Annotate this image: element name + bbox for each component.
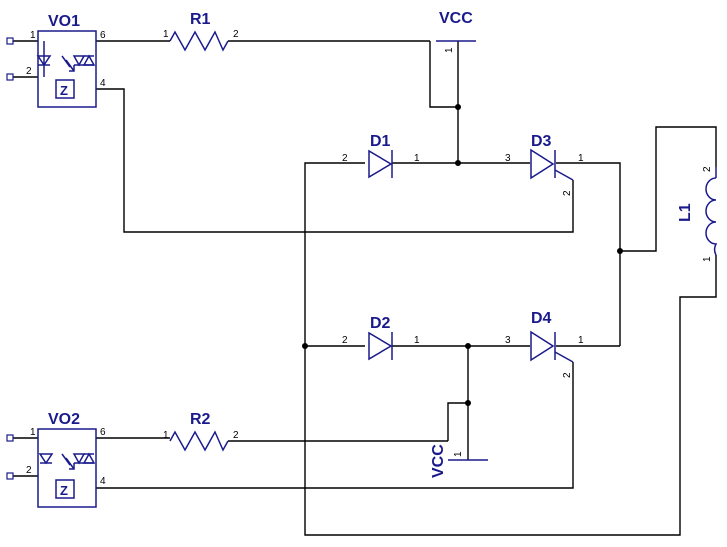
- junction-dot: [465, 343, 471, 349]
- d1-label: D1: [370, 133, 391, 150]
- vo1-label: VO1: [48, 13, 80, 30]
- inductor-l1: L1 2 1: [677, 166, 718, 262]
- vo1-pin-4: 4: [100, 78, 106, 89]
- terminal: [6, 434, 14, 442]
- d1-pin-2: 2: [342, 153, 348, 164]
- terminal: [6, 472, 14, 480]
- input-terminals: [6, 37, 14, 480]
- junction-dot: [455, 160, 461, 166]
- optocoupler-vo1: Z VO1 1 2 6 4: [26, 13, 106, 108]
- d3-pin-2: 2: [562, 190, 573, 196]
- terminal: [6, 73, 14, 81]
- vcc-supply-bottom: VCC 1: [430, 444, 488, 478]
- l1-label: L1: [677, 203, 694, 222]
- zener-mark: Z: [60, 83, 68, 98]
- junction-dot: [617, 248, 623, 254]
- d2-pin-1: 1: [414, 335, 420, 346]
- r2-pin-2: 2: [233, 430, 239, 441]
- vo1-pin-6: 6: [100, 30, 106, 41]
- r2-pin-1: 1: [163, 430, 169, 441]
- d3-pin-1: 1: [578, 153, 584, 164]
- d4-pin-2: 2: [562, 372, 573, 378]
- d3-label: D3: [531, 133, 552, 150]
- d4-label: D4: [531, 310, 552, 327]
- vo2-pin-6: 6: [100, 427, 106, 438]
- d4-pin-1: 1: [578, 335, 584, 346]
- r1-pin-1: 1: [163, 29, 169, 40]
- vo2-pin-2: 2: [26, 465, 32, 476]
- scr-d3: D3 3 1 2: [505, 133, 584, 196]
- vcc-bottom-label: VCC: [430, 444, 447, 478]
- vo1-pin-2: 2: [26, 66, 32, 77]
- zener-mark: Z: [60, 483, 68, 498]
- junction-dot: [465, 400, 471, 406]
- d2-label: D2: [370, 315, 391, 332]
- vo2-label: VO2: [48, 411, 80, 428]
- d1-pin-1: 1: [414, 153, 420, 164]
- vcc-bottom-pin: 1: [453, 451, 464, 457]
- r1-pin-2: 2: [233, 29, 239, 40]
- vo2-pin-1: 1: [30, 427, 36, 438]
- diode-d1: D1 2 1: [342, 133, 420, 179]
- wires: [12, 40, 717, 536]
- d4-pin-3: 3: [505, 335, 511, 346]
- junction-dot: [455, 104, 461, 110]
- junctions: [302, 104, 623, 406]
- terminal: [6, 37, 14, 45]
- d3-pin-3: 3: [505, 153, 511, 164]
- diode-d2: D2 2 1: [342, 315, 420, 361]
- vo1-pin-1: 1: [30, 30, 36, 41]
- d2-pin-2: 2: [342, 335, 348, 346]
- l1-pin-2: 2: [702, 166, 713, 172]
- scr-d4: D4 3 1 2: [505, 310, 584, 378]
- r1-label: R1: [190, 11, 211, 28]
- vo2-pin-4: 4: [100, 476, 106, 487]
- junction-dot: [302, 343, 308, 349]
- optocoupler-vo2: Z VO2 1 2 6 4: [26, 411, 106, 508]
- r2-label: R2: [190, 411, 211, 428]
- resistor-r1: R1 1 2: [163, 11, 239, 52]
- vcc-top-pin: 1: [444, 47, 455, 53]
- l1-pin-1: 1: [702, 256, 713, 262]
- resistor-r2: R2 1 2: [163, 411, 239, 452]
- vcc-supply-top: VCC 1: [436, 10, 476, 53]
- vcc-top-label: VCC: [439, 10, 473, 27]
